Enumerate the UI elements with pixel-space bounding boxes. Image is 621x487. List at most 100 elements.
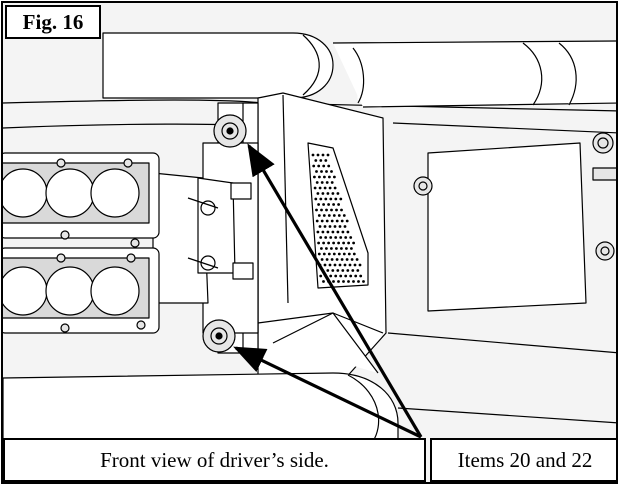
vent-hole	[326, 192, 330, 195]
vent-hole	[320, 181, 324, 184]
vent-hole	[313, 175, 316, 179]
vent-hole	[350, 258, 354, 261]
vent-hole	[322, 252, 326, 256]
vent-hole	[330, 181, 334, 184]
vent-hole	[334, 274, 338, 278]
vent-hole	[345, 258, 349, 261]
vent-hole	[341, 269, 345, 272]
vent-hole	[330, 170, 333, 173]
vent-hole	[312, 164, 316, 168]
vent-hole	[324, 159, 328, 162]
vent-hole	[335, 219, 339, 223]
vent-hole	[328, 263, 332, 267]
vent-hole	[323, 263, 327, 267]
vent-hole	[350, 247, 353, 250]
vent-hole	[330, 247, 333, 250]
vent-hole	[325, 170, 328, 173]
vent-hole	[337, 280, 340, 283]
vent-hole	[317, 241, 320, 245]
vent-hole	[357, 280, 360, 283]
vent-hole	[320, 208, 323, 212]
vent-hole	[354, 274, 358, 278]
vent-hole	[331, 230, 335, 234]
vent-hole	[328, 186, 332, 190]
figure-label: Fig. 16	[5, 5, 101, 39]
vent-hole	[332, 203, 335, 206]
vent-hole	[320, 258, 324, 261]
vent-hole	[318, 186, 322, 190]
vent-hole	[326, 269, 330, 272]
vent-hole	[342, 241, 345, 245]
vent-hole	[333, 225, 337, 228]
vent-hole	[343, 263, 347, 267]
vent-hole	[317, 214, 321, 217]
vent-hole	[325, 219, 329, 223]
vent-hole	[344, 236, 348, 239]
bumper-right-panel	[387, 122, 616, 354]
vent-hole	[315, 181, 319, 184]
vent-hole	[320, 170, 323, 173]
vent-hole	[351, 269, 355, 272]
lower-bolt	[202, 319, 236, 353]
vent-hole	[316, 192, 320, 195]
vent-hole	[337, 241, 340, 245]
vent-hole	[317, 164, 321, 168]
vent-hole	[362, 280, 365, 283]
vent-hole	[353, 263, 357, 267]
vent-hole	[352, 252, 356, 256]
vent-holes	[311, 153, 365, 283]
vent-hole	[328, 175, 331, 179]
vent-hole	[347, 252, 351, 256]
vent-hole	[347, 280, 350, 283]
upper-bolt	[213, 114, 247, 148]
vent-hole	[334, 236, 338, 239]
vent-hole	[330, 208, 333, 212]
light-bar-screws	[56, 158, 146, 333]
vent-hole	[327, 214, 331, 217]
vent-hole	[316, 230, 320, 234]
lower-tube	[3, 312, 616, 454]
vent-hole	[349, 236, 353, 239]
arrow-to-lower-bolt	[233, 346, 422, 439]
vent-hole	[348, 263, 352, 267]
vent-hole	[333, 175, 336, 179]
vent-hole	[318, 175, 321, 179]
vent-hole	[339, 236, 343, 239]
vent-hole	[320, 247, 323, 250]
vent-hole	[323, 186, 327, 190]
vent-hole	[337, 203, 340, 206]
vent-hole	[324, 197, 328, 201]
vent-hole	[331, 192, 335, 195]
vent-hole	[341, 230, 345, 234]
vent-hole	[340, 219, 344, 223]
vent-hole	[358, 263, 362, 267]
side-bolts	[413, 132, 616, 261]
vent-hole	[327, 252, 331, 256]
vent-hole	[315, 219, 319, 223]
vent-hole	[315, 208, 318, 212]
vent-hole	[342, 252, 346, 256]
vent-hole	[325, 181, 329, 184]
vent-hole	[338, 225, 342, 228]
vent-hole	[346, 269, 350, 272]
vent-hole	[346, 230, 350, 234]
vent-hole	[329, 274, 333, 278]
vent-hole	[326, 153, 330, 157]
vent-hole	[349, 274, 353, 278]
vent-hole	[340, 258, 344, 261]
vent-hole	[321, 153, 325, 157]
vent-hole	[317, 252, 321, 256]
vent-hole	[321, 230, 325, 234]
vent-hole	[337, 214, 341, 217]
vent-hole	[314, 159, 318, 162]
vent-hole	[321, 192, 325, 195]
light-bar-upper	[3, 152, 160, 239]
technical-drawing	[3, 32, 616, 454]
vent-hole	[323, 175, 326, 179]
vent-hole	[340, 208, 343, 212]
vent-hole	[328, 225, 332, 228]
vent-hole	[323, 225, 327, 228]
vent-hole	[339, 274, 343, 278]
vent-hole	[342, 280, 345, 283]
